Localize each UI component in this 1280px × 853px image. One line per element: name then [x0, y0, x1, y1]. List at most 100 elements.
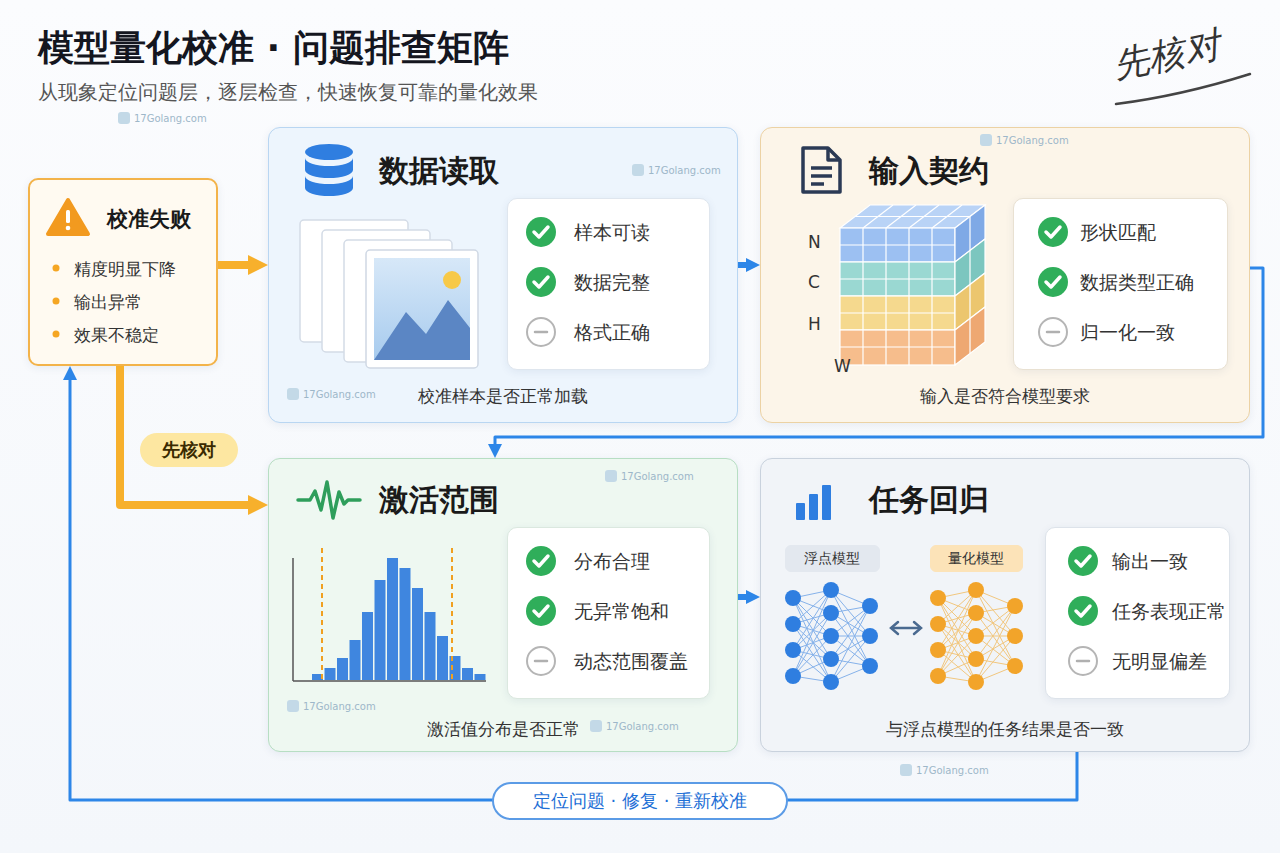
pending-icon — [1069, 647, 1097, 675]
check-mark — [1046, 277, 1060, 287]
histogram-bar — [400, 568, 411, 680]
check-panel: 输入契约输入是否符合模型要求形状匹配数据类型正确归一化一致 — [760, 127, 1250, 423]
pending-circle — [527, 647, 555, 675]
histogram-bar — [425, 612, 436, 680]
node-text: 精度明显下降 — [74, 259, 176, 280]
network-link — [938, 598, 976, 659]
node-text: 数据完整 — [574, 271, 650, 295]
network-link — [976, 636, 1015, 637]
network-link — [976, 636, 1015, 682]
network-link — [793, 598, 831, 659]
node-text: 任务回归 — [869, 481, 989, 519]
network-neuron — [862, 628, 878, 644]
network-link — [793, 676, 831, 682]
network-link — [938, 624, 976, 659]
network-link — [793, 624, 831, 636]
check-icon — [526, 217, 556, 247]
checklist-box: 分布合理无异常饱和动态范围覆盖 — [507, 527, 710, 699]
warning-icon — [48, 200, 88, 234]
network-link — [938, 590, 976, 624]
network-link — [793, 590, 831, 676]
network-link — [976, 613, 1015, 636]
network-link — [793, 636, 831, 650]
check-mark — [534, 277, 548, 287]
network-neuron — [823, 582, 839, 598]
model-tag: 量化模型 — [930, 545, 1023, 572]
activation-wave-icon — [298, 482, 360, 518]
node-text: 输出异常 — [74, 292, 142, 313]
network-link — [938, 650, 976, 682]
pending-circle — [1069, 647, 1097, 675]
network-link — [831, 606, 870, 659]
network-link — [831, 636, 870, 666]
node-text: 激活范围 — [379, 481, 499, 519]
histogram-bar — [475, 674, 486, 680]
network-neuron — [823, 651, 839, 667]
network-link — [938, 613, 976, 624]
network-link — [976, 606, 1015, 659]
network-link — [938, 676, 976, 682]
watermark: 17Golang.com — [900, 764, 989, 777]
check-icon — [1068, 546, 1098, 576]
network-link — [793, 613, 831, 676]
network-link — [793, 598, 831, 682]
network-link — [938, 598, 976, 636]
flow-arrow — [120, 366, 248, 505]
network-neuron — [968, 674, 984, 690]
check-circle — [1038, 267, 1068, 297]
network-neuron — [1007, 598, 1023, 614]
histogram-bar — [462, 668, 473, 680]
node-text: 浮点模型 — [786, 546, 879, 571]
network-link — [793, 598, 831, 636]
network-neuron — [1007, 658, 1023, 674]
network-neuron — [930, 642, 946, 658]
network-link — [793, 650, 831, 682]
network-link — [938, 590, 976, 598]
network-link — [831, 606, 870, 636]
node-text: 量化模型 — [931, 546, 1022, 571]
bullet-dots — [53, 265, 60, 338]
check-icons — [526, 217, 1098, 675]
handwriting-underline — [1116, 74, 1250, 104]
check-circle — [1038, 217, 1068, 247]
histogram-bar — [350, 640, 361, 680]
check-icon — [526, 267, 556, 297]
network-link — [976, 606, 1015, 636]
network-neuron — [862, 658, 878, 674]
network-link — [831, 636, 870, 659]
histogram-bar — [312, 674, 323, 680]
network-link — [938, 624, 976, 682]
model-tag: 浮点模型 — [785, 545, 880, 572]
pending-circle — [527, 318, 555, 346]
network-link — [938, 659, 976, 676]
check-panel: 激活范围激活值分布是否正常分布合理无异常饱和动态范围覆盖 — [268, 458, 738, 752]
network-link — [793, 590, 831, 598]
network-link — [793, 613, 831, 624]
network-link — [976, 590, 1015, 666]
edge-label: 定位问题 · 修复 · 重新校准 — [492, 782, 788, 820]
pending-circle — [1039, 318, 1067, 346]
pending-dash — [1047, 331, 1059, 334]
pending-icon — [527, 647, 555, 675]
network-link — [831, 666, 870, 682]
check-icon — [1068, 596, 1098, 626]
pending-dash — [535, 660, 547, 663]
network-neuron — [930, 616, 946, 632]
histogram-bar — [412, 588, 423, 680]
pending-icon — [1039, 318, 1067, 346]
network-link — [831, 590, 870, 666]
check-icon — [526, 596, 556, 626]
node-text: 输出一致 — [1112, 550, 1188, 574]
network-link — [793, 624, 831, 659]
range-markers — [322, 548, 452, 680]
network-link — [938, 650, 976, 659]
check-panel: 任务回归与浮点模型的任务结果是否一致浮点模型量化模型输出一致任务表现正常无明显偏… — [760, 458, 1250, 752]
node-text: 归一化一致 — [1080, 321, 1175, 345]
network-link — [976, 659, 1015, 666]
node-text: 动态范围覆盖 — [574, 650, 688, 674]
check-circle — [526, 217, 556, 247]
network-link — [793, 659, 831, 676]
network-link — [831, 613, 870, 636]
network-link — [976, 636, 1015, 666]
bar-chart-icon — [796, 485, 831, 520]
